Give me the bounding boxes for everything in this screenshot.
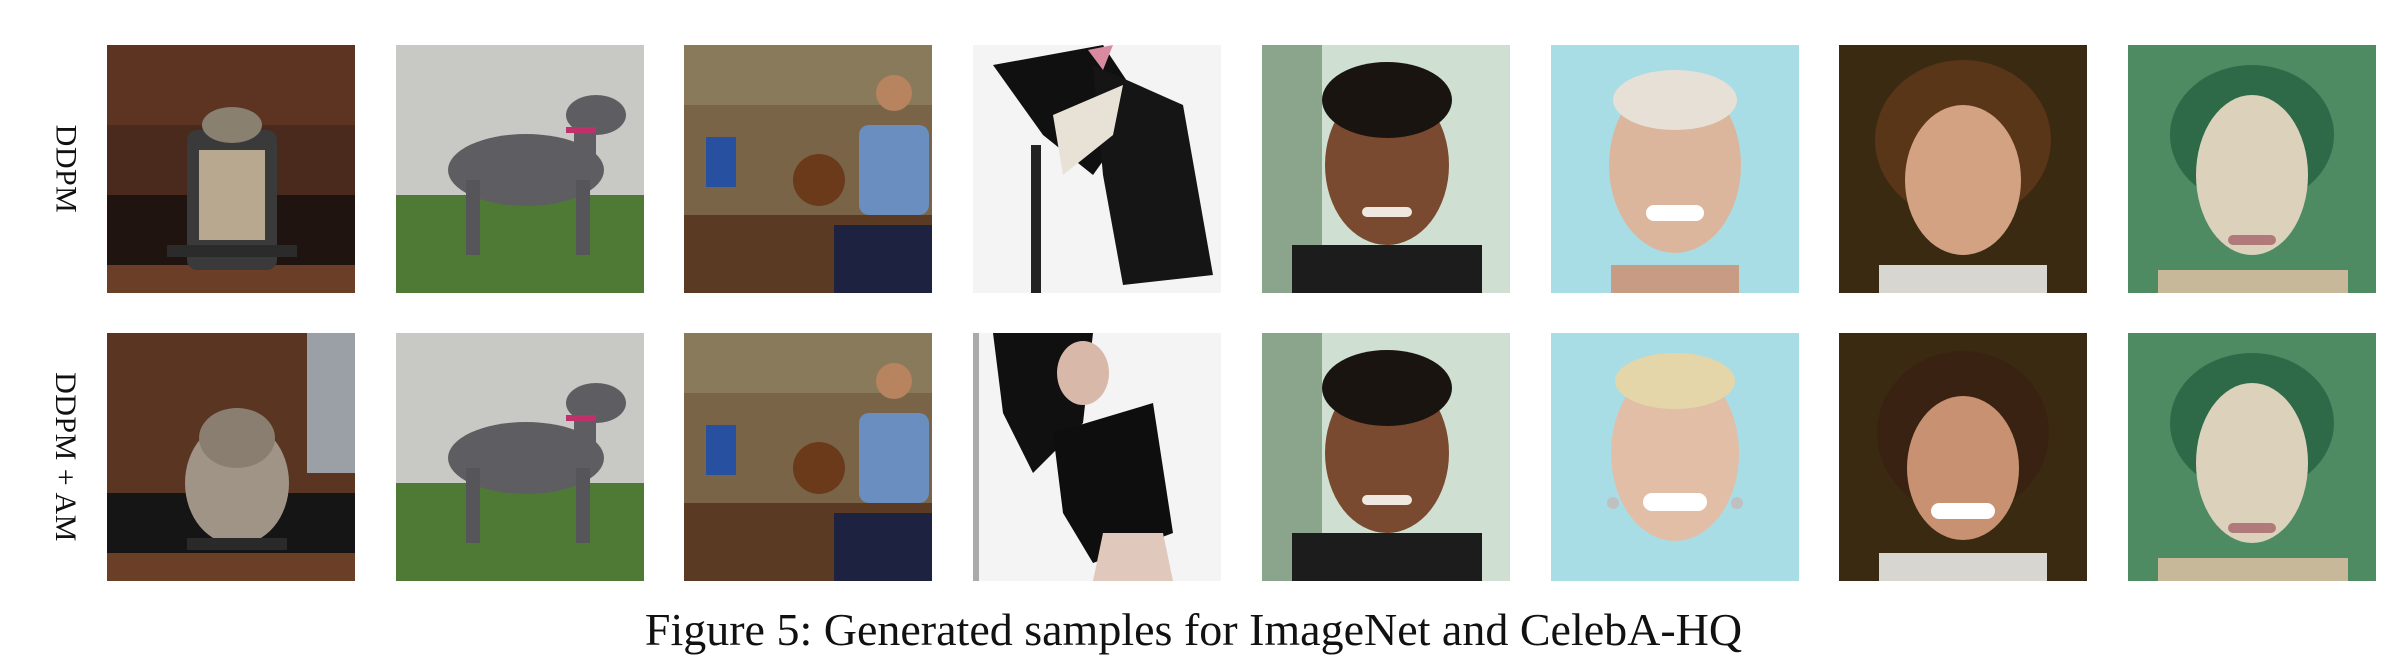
sample-ddpm-1-cat-fireplace xyxy=(107,45,355,293)
sample-ddpm-am-6-smiling-woman xyxy=(1551,333,1799,581)
sample-ddpm-am-5-smiling-man xyxy=(1262,333,1510,581)
sample-ddpm-am-7-smiling-woman xyxy=(1839,333,2087,581)
figure-caption: Figure 5: Generated samples for ImageNet… xyxy=(644,604,1743,655)
sample-ddpm-2-deerhound xyxy=(396,45,644,293)
sample-ddpm-8-green-woman xyxy=(2128,45,2376,293)
sample-ddpm-6-bald-person xyxy=(1551,45,1799,293)
sample-ddpm-3-man-basket xyxy=(684,45,932,293)
sample-ddpm-5-smiling-man xyxy=(1262,45,1510,293)
sample-ddpm-4-abstract xyxy=(973,45,1221,293)
row-label-ddpm-am: DDPM + AM xyxy=(49,372,83,542)
sample-ddpm-am-4-figure xyxy=(973,333,1221,581)
sample-ddpm-am-2-deerhound xyxy=(396,333,644,581)
sample-ddpm-am-8-green-woman xyxy=(2128,333,2376,581)
row-label-ddpm: DDPM xyxy=(49,124,83,214)
sample-ddpm-am-1-fluffy-cat xyxy=(107,333,355,581)
sample-ddpm-7-brown-hair xyxy=(1839,45,2087,293)
sample-ddpm-am-3-man-basket xyxy=(684,333,932,581)
